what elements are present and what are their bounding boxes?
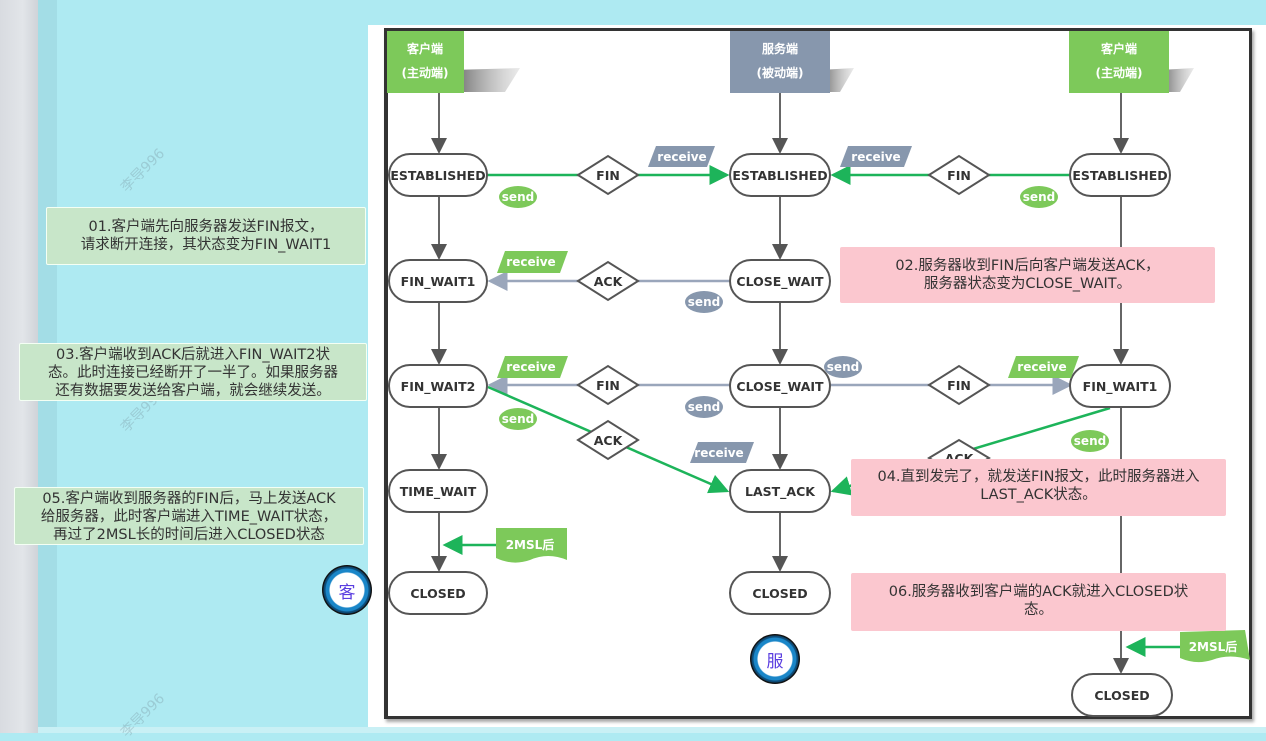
message-diamond bbox=[576, 364, 640, 406]
message-label: FIN bbox=[947, 168, 971, 183]
receive-tag bbox=[648, 146, 715, 167]
message-label: FIN bbox=[596, 168, 620, 183]
header-line1: 客户端 bbox=[406, 41, 443, 56]
state-close-wait bbox=[729, 259, 831, 303]
send-label: send bbox=[1074, 434, 1106, 448]
send-tag bbox=[499, 408, 537, 430]
receive-tag bbox=[840, 146, 912, 167]
receive-label: receive bbox=[1017, 360, 1066, 374]
state-label: CLOSED bbox=[1094, 688, 1149, 703]
state-closed bbox=[388, 571, 488, 615]
note-05: 05.客户端收到服务器的FIN后，马上发送ACK 给服务器，此时客户端进入TIM… bbox=[14, 487, 364, 545]
send-label: send bbox=[688, 295, 720, 309]
state-established bbox=[1069, 153, 1171, 197]
header-server: 服务端 (被动端) bbox=[730, 31, 854, 93]
send-label: send bbox=[688, 400, 720, 414]
send-tag bbox=[499, 186, 537, 208]
receive-tag bbox=[497, 251, 568, 273]
send-tag bbox=[824, 356, 862, 378]
state-label: ESTABLISHED bbox=[732, 168, 827, 183]
state-label: CLOSED bbox=[752, 586, 807, 601]
send-label: send bbox=[502, 412, 534, 426]
receive-label: receive bbox=[506, 360, 555, 374]
msl-tag bbox=[1180, 630, 1250, 663]
header-box bbox=[387, 31, 464, 93]
note-06: 06.服务器收到客户端的ACK就进入CLOSED状 态。 bbox=[851, 573, 1226, 631]
state-label: FIN_WAIT2 bbox=[401, 379, 476, 395]
state-label: TIME_WAIT bbox=[400, 484, 477, 500]
note-04: 04.直到发完了，就发送FIN报文，此时服务器进入 LAST_ACK状态。 bbox=[851, 459, 1226, 516]
header-line2: (主动端) bbox=[402, 65, 449, 80]
send-tag bbox=[1020, 186, 1058, 208]
note-03: 03.客户端收到ACK后就进入FIN_WAIT2状 态。此时连接已经断开了一半了… bbox=[19, 343, 367, 401]
msl-tag bbox=[496, 528, 567, 563]
state-fin-wait2 bbox=[388, 364, 488, 408]
header-line1: 客户端 bbox=[1100, 41, 1137, 56]
send-tag bbox=[1071, 430, 1109, 452]
send-tag bbox=[685, 291, 723, 313]
send-tag bbox=[685, 396, 723, 418]
slide-bottom-edge bbox=[38, 727, 1266, 733]
message-diamond bbox=[576, 260, 640, 302]
note-02: 02.服务器收到FIN后向客户端发送ACK， 服务器状态变为CLOSE_WAIT… bbox=[840, 247, 1215, 303]
receive-label: receive bbox=[694, 446, 743, 460]
client-badge-button[interactable]: 客 bbox=[322, 565, 372, 615]
message-diamond bbox=[927, 154, 991, 196]
state-fin-wait1 bbox=[1069, 364, 1171, 408]
state-label: FIN_WAIT1 bbox=[1083, 379, 1158, 395]
state-established bbox=[729, 153, 831, 197]
receive-tag bbox=[690, 442, 754, 463]
send-label: send bbox=[1023, 190, 1055, 204]
state-label: CLOSE_WAIT bbox=[736, 274, 824, 290]
header-line2: (被动端) bbox=[757, 65, 804, 80]
message-label: FIN bbox=[596, 378, 620, 393]
state-closed bbox=[1071, 673, 1173, 717]
state-label: FIN_WAIT1 bbox=[401, 274, 476, 290]
send-label: send bbox=[502, 190, 534, 204]
state-label: ESTABLISHED bbox=[390, 168, 485, 183]
message-label: ACK bbox=[594, 433, 624, 448]
state-close-wait bbox=[729, 364, 831, 408]
header-client-right: 客户端 (主动端) bbox=[1069, 31, 1194, 93]
diagram-frame bbox=[384, 28, 1252, 719]
state-established bbox=[388, 153, 488, 197]
msl-label: 2MSL后 bbox=[506, 537, 555, 552]
message-label: ACK bbox=[594, 274, 624, 289]
state-label: CLOSED bbox=[410, 586, 465, 601]
receive-label: receive bbox=[851, 150, 900, 164]
message-label: FIN bbox=[947, 378, 971, 393]
state-label: ESTABLISHED bbox=[1072, 168, 1167, 183]
server-badge-label: 服 bbox=[766, 651, 784, 672]
message-diamond bbox=[576, 419, 640, 461]
header-shadow bbox=[452, 68, 520, 92]
state-label: LAST_ACK bbox=[745, 484, 816, 500]
receive-tag bbox=[1008, 356, 1079, 378]
header-box bbox=[730, 31, 830, 93]
message-diamond bbox=[576, 154, 640, 196]
header-box bbox=[1069, 31, 1169, 93]
state-closed bbox=[729, 571, 831, 615]
state-fin-wait1 bbox=[388, 259, 488, 303]
send-label: send bbox=[827, 360, 859, 374]
header-client-left: 客户端 (主动端) bbox=[387, 31, 520, 93]
state-label: CLOSE_WAIT bbox=[736, 379, 824, 395]
server-badge-button[interactable]: 服 bbox=[750, 634, 800, 684]
client-badge-label: 客 bbox=[338, 582, 356, 603]
message-diamond bbox=[927, 364, 991, 406]
note-01: 01.客户端先向服务器发送FIN报文， 请求断开连接，其状态变为FIN_WAIT… bbox=[46, 207, 366, 265]
state-last-ack bbox=[729, 469, 831, 513]
receive-label: receive bbox=[506, 255, 555, 269]
msl-label: 2MSL后 bbox=[1189, 639, 1238, 654]
state-time-wait bbox=[388, 469, 488, 513]
receive-tag bbox=[497, 356, 568, 378]
header-line1: 服务端 bbox=[762, 41, 798, 56]
header-line2: (主动端) bbox=[1096, 65, 1143, 80]
receive-label: receive bbox=[657, 150, 706, 164]
